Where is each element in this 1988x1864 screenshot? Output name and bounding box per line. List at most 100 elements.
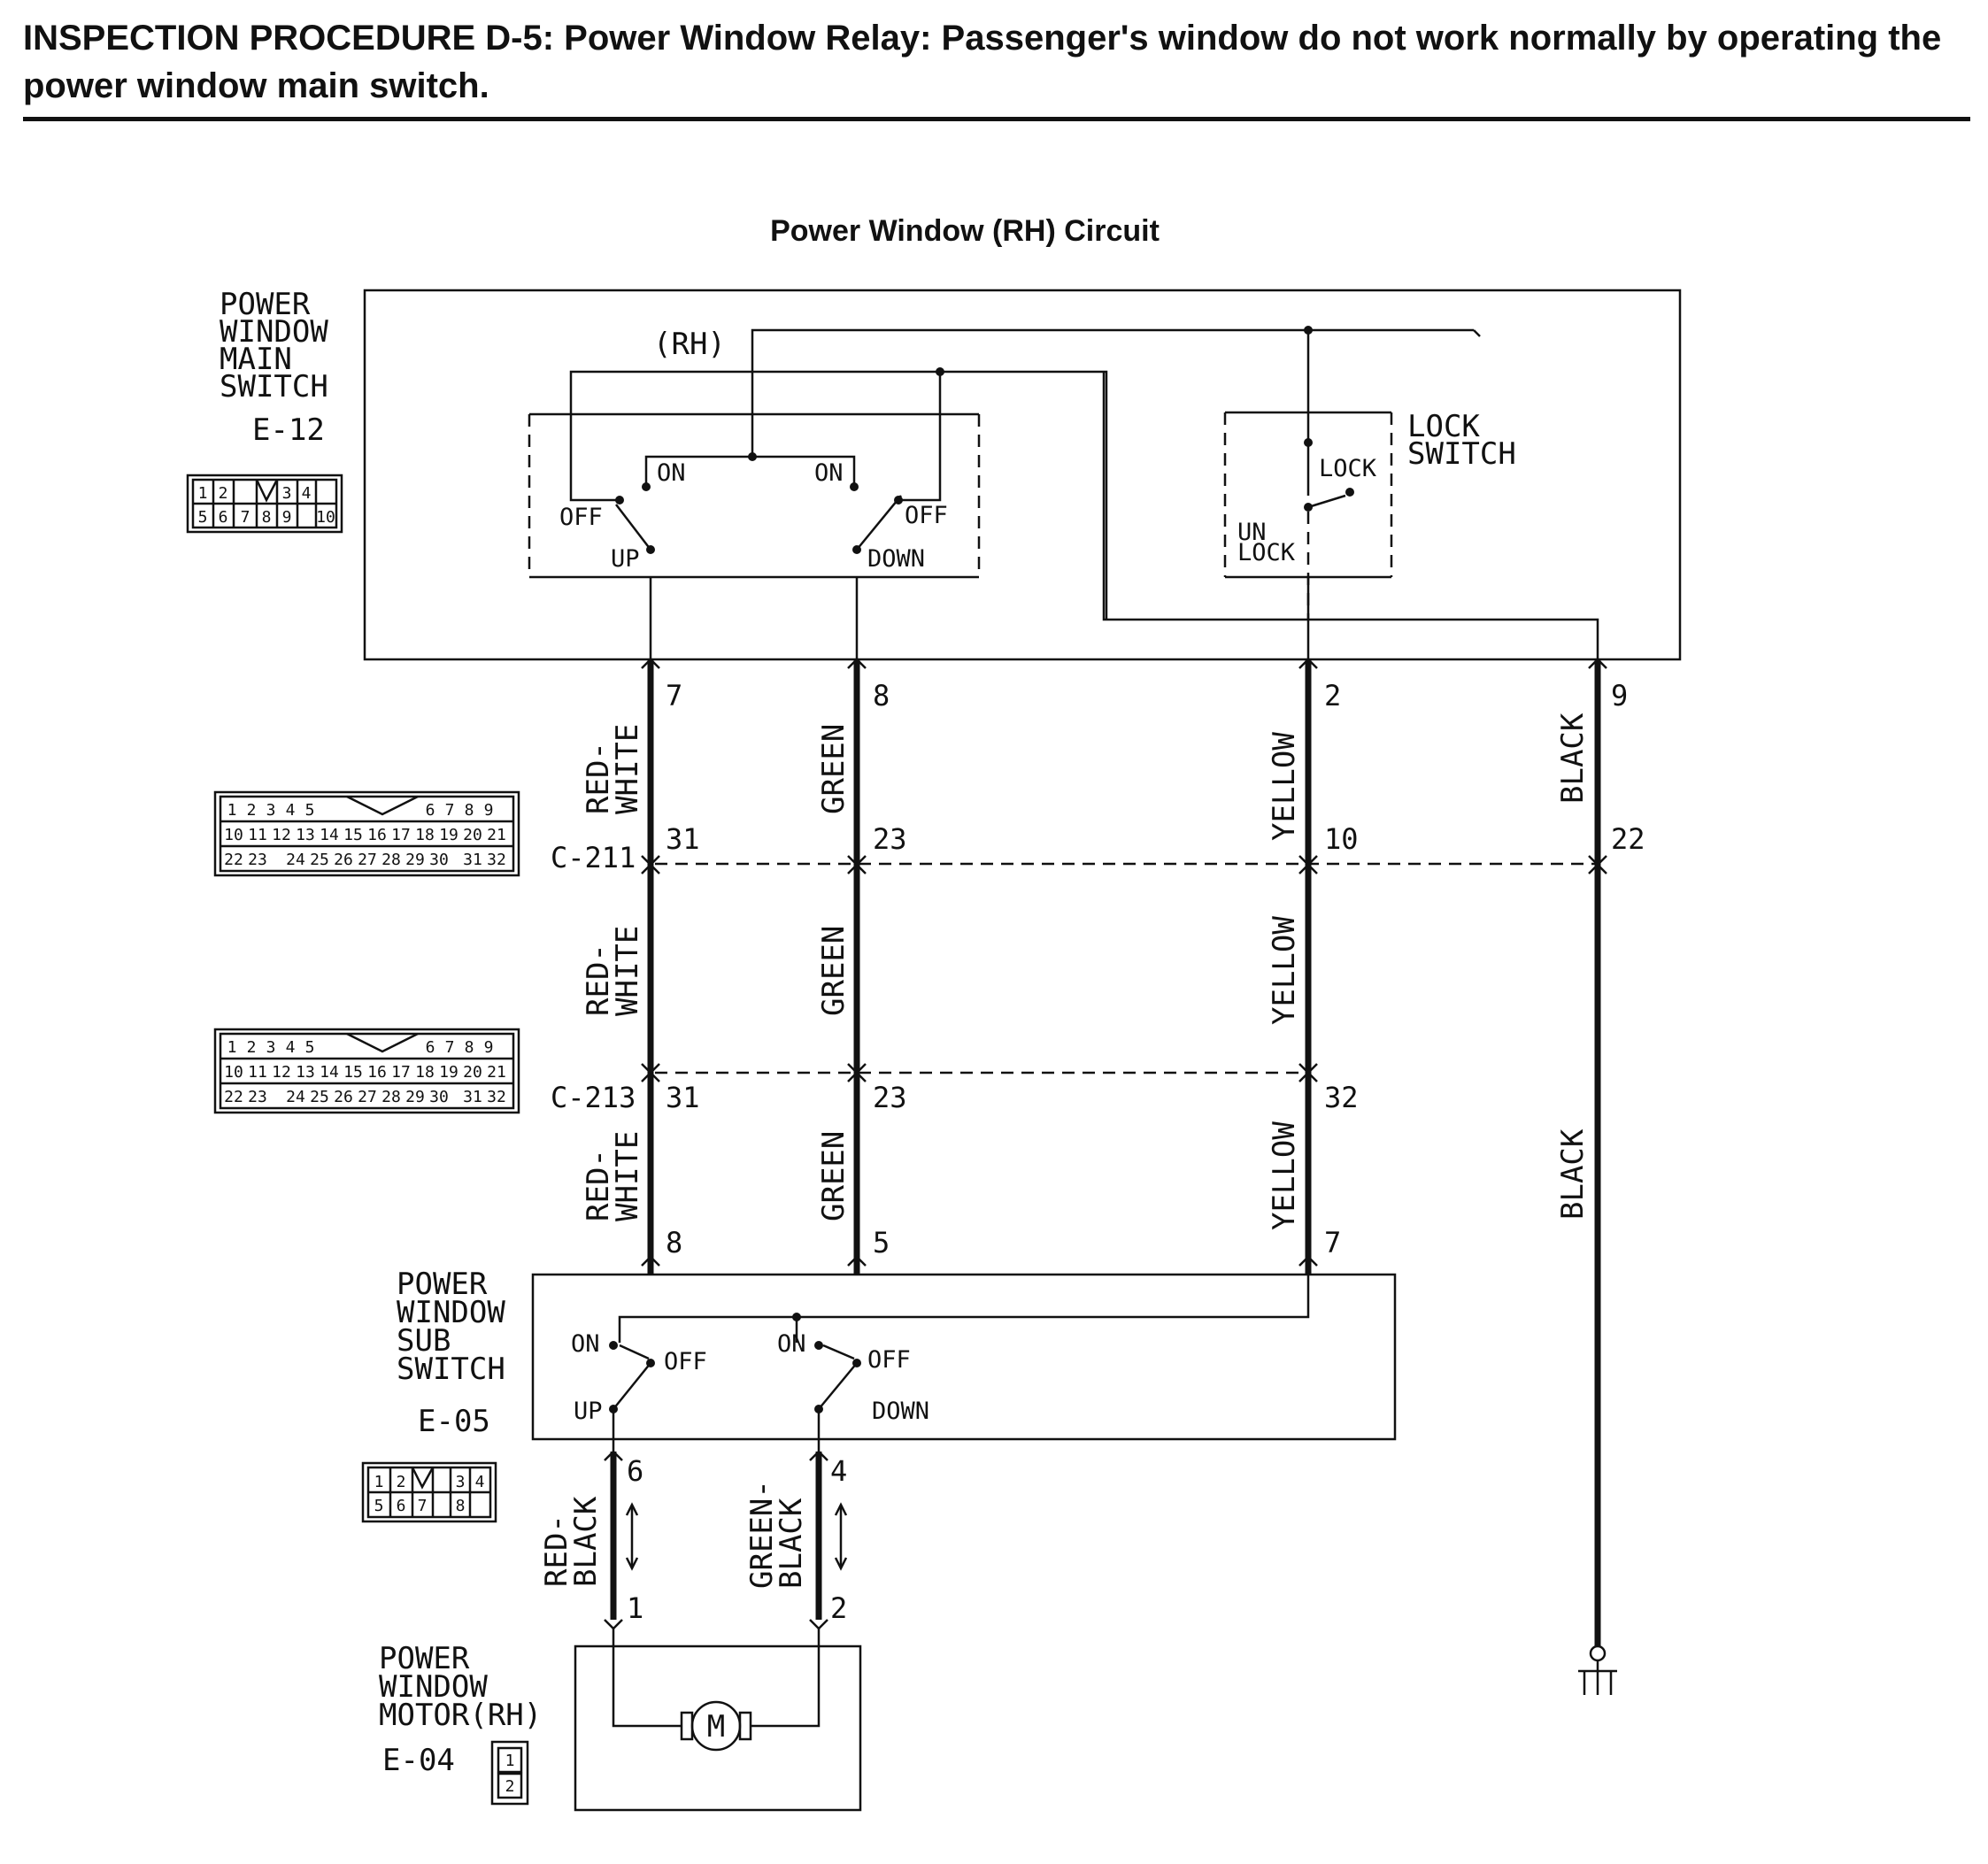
svg-text:19: 19 bbox=[439, 826, 458, 844]
e12-pin-3: 3 bbox=[282, 484, 292, 503]
e04-connector-face: 1 2 bbox=[490, 1740, 529, 1806]
main-switch: POWER WINDOW MAIN SWITCH E-12 1 2 3 4 5 … bbox=[186, 287, 1682, 661]
svg-text:18: 18 bbox=[415, 1063, 435, 1082]
e05-connector-face: 1 2 3 4 5 6 7 8 bbox=[361, 1461, 497, 1523]
page-header: INSPECTION PROCEDURE D-5: Power Window R… bbox=[23, 14, 1970, 121]
svg-text:16: 16 bbox=[367, 1063, 387, 1082]
wire-red-white-label-1b: WHITE bbox=[610, 724, 645, 814]
wire-yellow-label-2: YELLOW bbox=[1267, 916, 1302, 1025]
svg-text:3: 3 bbox=[266, 801, 276, 820]
pin-w3-c213: 32 bbox=[1324, 1081, 1359, 1114]
svg-text:28: 28 bbox=[381, 1088, 401, 1106]
pin-w3-e05: 7 bbox=[1324, 1226, 1341, 1259]
svg-text:28: 28 bbox=[381, 851, 401, 869]
wire-red-white-label-1a: RED- bbox=[581, 742, 616, 814]
e12-pin-10: 10 bbox=[316, 508, 335, 527]
svg-text:6: 6 bbox=[397, 1497, 406, 1515]
pin-w1-c213: 31 bbox=[666, 1081, 700, 1114]
lock-label: LOCK bbox=[1319, 455, 1377, 482]
harness-wires bbox=[641, 577, 1607, 1646]
svg-text:10: 10 bbox=[224, 826, 243, 844]
svg-text:4: 4 bbox=[475, 1473, 485, 1491]
sub-switch-connector-id: E-05 bbox=[418, 1404, 490, 1439]
motor-right-wire-label-1: GREEN- bbox=[744, 1480, 780, 1589]
pin-w2-e05: 5 bbox=[873, 1226, 890, 1259]
svg-text:18: 18 bbox=[415, 826, 435, 844]
svg-text:24: 24 bbox=[286, 1088, 305, 1106]
sub-switch-label-3: SUB bbox=[397, 1323, 451, 1359]
sub-off-left: OFF bbox=[664, 1348, 707, 1375]
svg-text:26: 26 bbox=[334, 1088, 353, 1106]
motor-label-1: POWER bbox=[379, 1641, 470, 1676]
wire-red-white-label-3b: WHITE bbox=[610, 1131, 645, 1221]
svg-text:11: 11 bbox=[248, 826, 267, 844]
svg-text:10: 10 bbox=[224, 1063, 243, 1082]
wire-yellow-label-1: YELLOW bbox=[1267, 732, 1302, 841]
wire-green-label-2: GREEN bbox=[816, 926, 851, 1016]
svg-text:8: 8 bbox=[465, 801, 474, 820]
sub-switch-label-2: WINDOW bbox=[397, 1295, 505, 1330]
svg-text:31: 31 bbox=[463, 1088, 482, 1106]
svg-text:2: 2 bbox=[247, 1038, 257, 1057]
motor-left-wire-label-1: RED- bbox=[539, 1514, 574, 1587]
svg-text:3: 3 bbox=[266, 1038, 276, 1057]
main-switch-label-1: POWER bbox=[220, 287, 311, 322]
main-switch-side-label: (RH) bbox=[653, 327, 726, 362]
svg-text:29: 29 bbox=[405, 851, 425, 869]
c211-connector-face: 1 2 3 4 5 6 7 8 9 10 11 12 13 14 15 16 1… bbox=[213, 790, 520, 877]
svg-text:5: 5 bbox=[374, 1497, 384, 1515]
svg-text:20: 20 bbox=[463, 1063, 482, 1082]
pin-w2-c213: 23 bbox=[873, 1081, 907, 1114]
svg-text:22: 22 bbox=[224, 851, 243, 869]
svg-text:27: 27 bbox=[358, 851, 377, 869]
sub-switch-box bbox=[531, 1273, 1397, 1441]
wire-red-white-label-3a: RED- bbox=[581, 1149, 616, 1221]
svg-text:31: 31 bbox=[463, 851, 482, 869]
svg-text:29: 29 bbox=[405, 1088, 425, 1106]
sub-on-right: ON bbox=[777, 1330, 806, 1358]
svg-text:32: 32 bbox=[487, 851, 506, 869]
page-title: INSPECTION PROCEDURE D-5: Power Window R… bbox=[23, 19, 1942, 105]
sub-down-label: DOWN bbox=[872, 1398, 929, 1425]
svg-text:6: 6 bbox=[426, 1038, 435, 1057]
svg-text:25: 25 bbox=[310, 1088, 329, 1106]
main-on-right: ON bbox=[814, 459, 844, 487]
e12-pin-1: 1 bbox=[198, 484, 208, 503]
pin-motor-right-bottom: 2 bbox=[830, 1591, 847, 1625]
svg-text:4: 4 bbox=[286, 801, 296, 820]
title-rule bbox=[23, 117, 1970, 121]
unlock-label-1: UN bbox=[1237, 519, 1267, 546]
svg-text:13: 13 bbox=[296, 1063, 315, 1082]
svg-text:2: 2 bbox=[397, 1473, 406, 1491]
pin-w3-c211: 10 bbox=[1324, 822, 1359, 856]
sub-switch-label-1: POWER bbox=[397, 1267, 488, 1302]
svg-text:30: 30 bbox=[429, 851, 449, 869]
svg-text:5: 5 bbox=[305, 801, 315, 820]
svg-text:21: 21 bbox=[487, 1063, 506, 1082]
motor-right-wire-label-2: BLACK bbox=[774, 1498, 809, 1589]
svg-text:2: 2 bbox=[247, 801, 257, 820]
svg-text:12: 12 bbox=[272, 826, 291, 844]
svg-text:16: 16 bbox=[367, 826, 387, 844]
svg-text:19: 19 bbox=[439, 1063, 458, 1082]
sub-switch: POWER WINDOW SUB SWITCH E-05 ON OFF ON O… bbox=[361, 1267, 1397, 1523]
e12-connector-face: 1 2 3 4 5 6 7 8 9 10 bbox=[186, 474, 343, 534]
wire-green-label-3: GREEN bbox=[816, 1131, 851, 1221]
svg-text:22: 22 bbox=[224, 1088, 243, 1106]
e12-pin-6: 6 bbox=[219, 508, 228, 527]
svg-text:8: 8 bbox=[465, 1038, 474, 1057]
wire-red-white-label-2b: WHITE bbox=[610, 926, 645, 1016]
c213-label: C-213 bbox=[551, 1081, 636, 1114]
svg-text:1: 1 bbox=[227, 801, 237, 820]
svg-text:14: 14 bbox=[320, 826, 339, 844]
main-switch-box bbox=[363, 289, 1682, 661]
svg-text:17: 17 bbox=[391, 1063, 411, 1082]
pin-motor-left-top: 6 bbox=[627, 1454, 643, 1488]
main-switch-label-4: SWITCH bbox=[220, 369, 328, 404]
c213-connector-face: 1 2 3 4 5 6 7 8 9 10 11 12 13 14 15 16 1… bbox=[213, 1028, 520, 1114]
svg-text:24: 24 bbox=[286, 851, 305, 869]
svg-text:30: 30 bbox=[429, 1088, 449, 1106]
sub-switch-label-4: SWITCH bbox=[397, 1352, 505, 1387]
wire-black-label-1: BLACK bbox=[1555, 712, 1591, 804]
motor-label-2: WINDOW bbox=[379, 1669, 488, 1705]
